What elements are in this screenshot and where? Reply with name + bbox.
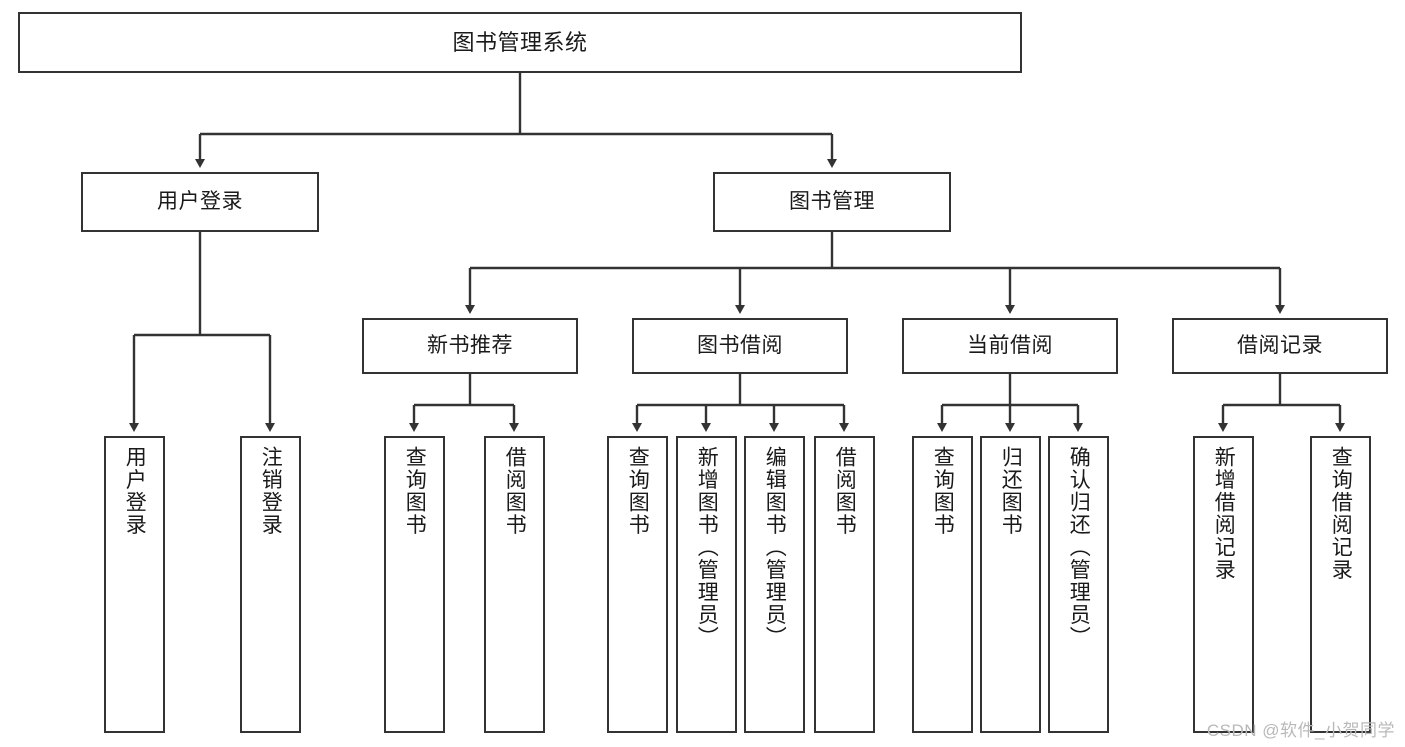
leaf-borrow-borrow-book[interactable]: 借阅图书 [814, 436, 875, 733]
leaf-label: 查询图书 [931, 446, 955, 536]
leaf-current-query-book[interactable]: 查询图书 [912, 436, 973, 733]
node-borrow-record[interactable]: 借阅记录 [1172, 318, 1388, 374]
node-current-borrow[interactable]: 当前借阅 [902, 318, 1118, 374]
leaf-label: 查询借阅记录 [1329, 446, 1353, 581]
leaf-label: 确认归还（管理员） [1067, 446, 1091, 649]
leaf-current-confirm-return-admin[interactable]: 确认归还（管理员） [1048, 436, 1109, 733]
leaf-label: 查询图书 [626, 446, 650, 536]
leaf-label: 归还图书 [999, 446, 1023, 536]
leaf-label: 新增图书（管理员） [695, 446, 719, 649]
node-book-management[interactable]: 图书管理 [713, 172, 951, 232]
csdn-watermark: CSDN @软件_小贺同学 [1206, 721, 1395, 740]
node-borrow-record-label: 借阅记录 [1237, 333, 1323, 357]
node-new-book-recommend[interactable]: 新书推荐 [362, 318, 578, 374]
node-root[interactable]: 图书管理系统 [18, 12, 1022, 73]
leaf-current-return-book[interactable]: 归还图书 [980, 436, 1041, 733]
leaf-new-book-borrow[interactable]: 借阅图书 [484, 436, 545, 733]
leaf-label: 用户登录 [123, 446, 147, 536]
leaf-label: 新增借阅记录 [1212, 446, 1236, 581]
node-user-login[interactable]: 用户登录 [81, 172, 319, 232]
leaf-record-query-borrow-record[interactable]: 查询借阅记录 [1310, 436, 1371, 733]
node-book-borrow[interactable]: 图书借阅 [632, 318, 848, 374]
node-new-book-recommend-label: 新书推荐 [427, 333, 513, 357]
leaf-label: 借阅图书 [503, 446, 527, 536]
node-book-management-label: 图书管理 [789, 189, 875, 213]
leaf-record-add-borrow-record[interactable]: 新增借阅记录 [1193, 436, 1254, 733]
leaf-user-login-login[interactable]: 用户登录 [104, 436, 165, 733]
leaf-borrow-add-book-admin[interactable]: 新增图书（管理员） [676, 436, 737, 733]
leaf-label: 借阅图书 [833, 446, 857, 536]
leaf-label: 编辑图书（管理员） [763, 446, 787, 649]
node-root-label: 图书管理系统 [452, 29, 588, 55]
leaf-label: 查询图书 [403, 446, 427, 536]
leaf-borrow-edit-book-admin[interactable]: 编辑图书（管理员） [744, 436, 805, 733]
leaf-user-login-logout[interactable]: 注销登录 [240, 436, 301, 733]
leaf-new-book-query[interactable]: 查询图书 [384, 436, 445, 733]
leaf-label: 注销登录 [259, 446, 283, 536]
node-user-login-label: 用户登录 [157, 189, 243, 213]
leaf-borrow-query-book[interactable]: 查询图书 [607, 436, 668, 733]
node-current-borrow-label: 当前借阅 [967, 333, 1053, 357]
node-book-borrow-label: 图书借阅 [697, 333, 783, 357]
